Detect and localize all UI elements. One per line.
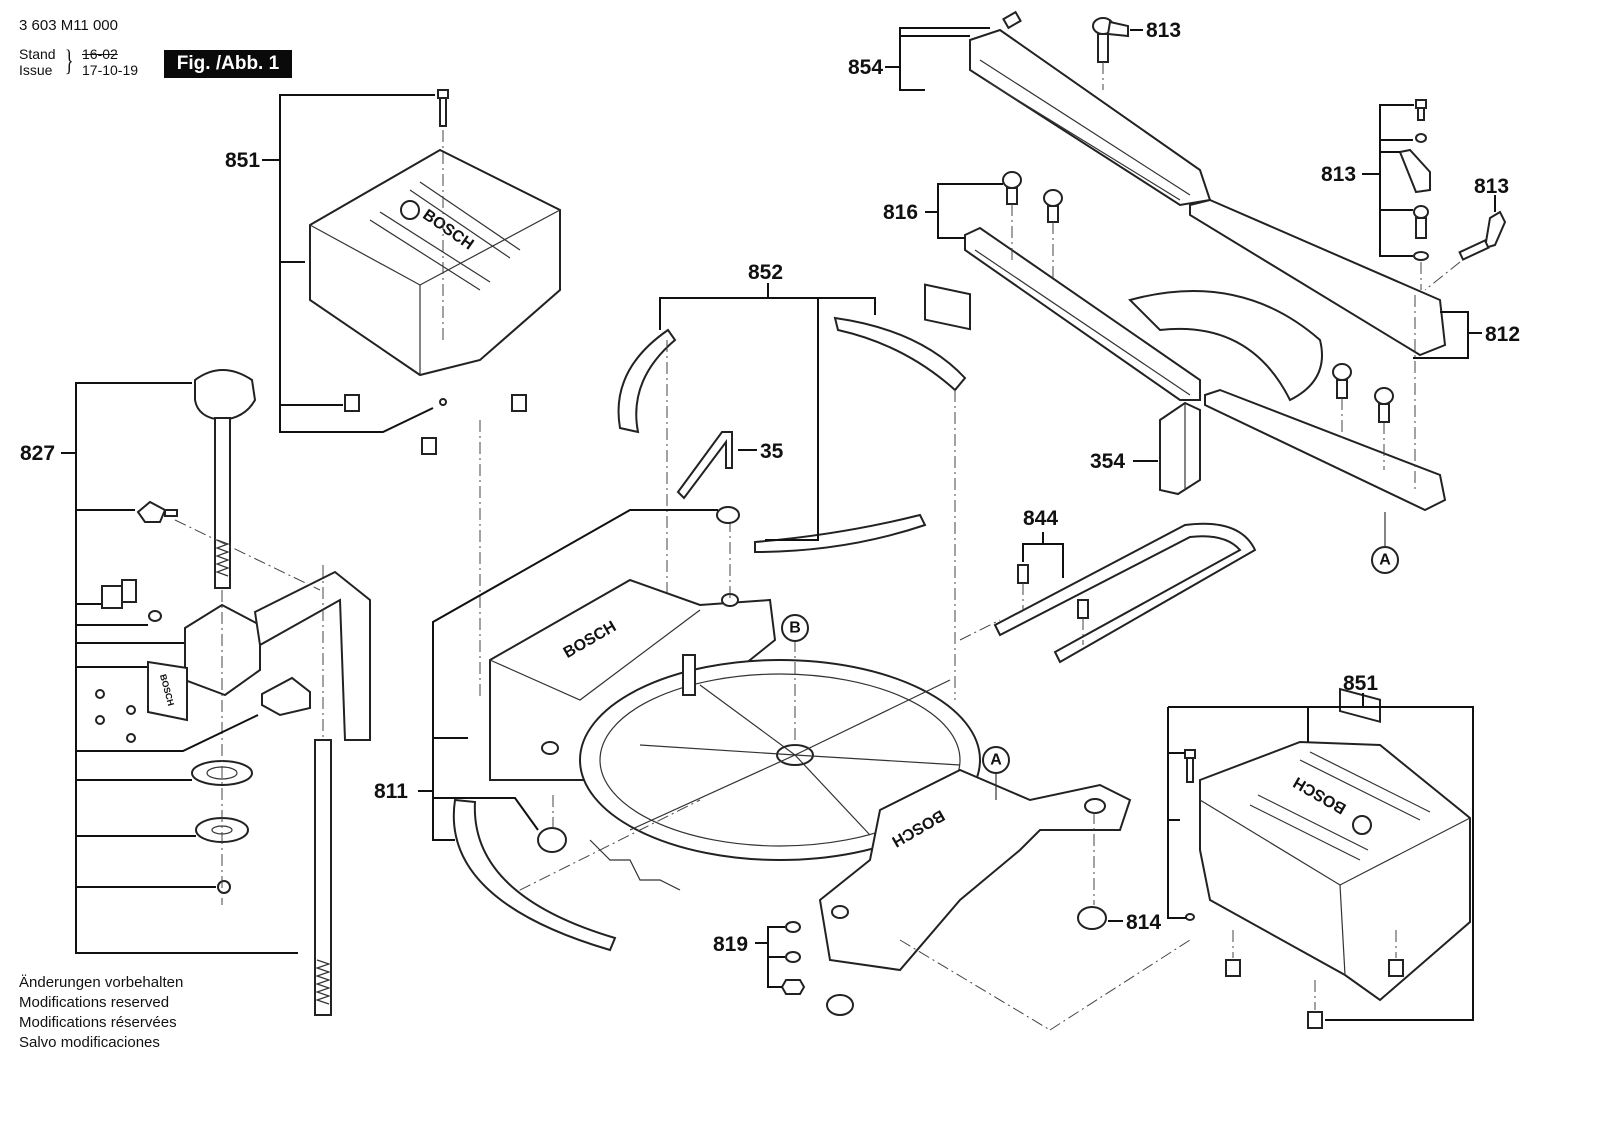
rubber-foot-814	[1077, 906, 1107, 930]
bracket-816	[937, 183, 1003, 239]
wing-bolt-813-right	[1424, 210, 1507, 291]
bracket-851-bottom	[1167, 752, 1186, 919]
washers-nut-819	[780, 921, 854, 1016]
callout-813-top[interactable]: 813	[1146, 19, 1181, 42]
callout-844[interactable]: 844	[1023, 507, 1058, 530]
callout-814[interactable]: 814	[1126, 911, 1161, 934]
callout-819[interactable]: 819	[713, 933, 748, 956]
issue-dates: 16-02 17-10-19	[82, 46, 138, 78]
issue-date: 17-10-19	[82, 62, 139, 78]
bracket-813-mid	[1379, 104, 1414, 257]
footer-line-de: Änderungen vorbehalten	[19, 974, 184, 991]
motor-cover-851-top: BOSCH	[309, 89, 561, 455]
footer-line-en: Modifications reserved	[19, 994, 170, 1011]
bracket-854	[899, 27, 990, 91]
fence-812	[1128, 198, 1447, 724]
brace-glyph: }	[64, 44, 74, 77]
fence-854	[924, 10, 1212, 331]
callout-812[interactable]: 812	[1485, 323, 1520, 346]
old-date: 16-02	[82, 46, 118, 62]
figure-label: Fig. /Abb. 1	[164, 50, 292, 78]
ref-mark-a-right: A	[1379, 552, 1391, 569]
allen-key-35	[676, 431, 733, 500]
issue-label: Issue	[19, 62, 53, 78]
stand-label: Stand	[19, 46, 56, 62]
callout-852[interactable]: 852	[748, 261, 783, 284]
footer-line-es: Salvo modificaciones	[19, 1034, 160, 1051]
ref-circle-b-base	[781, 614, 809, 642]
hold-down-clamp-827: BOSCH	[95, 369, 371, 1016]
motor-cover-851-bottom: BOSCH	[1184, 740, 1471, 1029]
footer-notice: Änderungen vorbehalten Modifications res…	[19, 973, 183, 1053]
footer-line-fr: Modifications réservées	[19, 1014, 177, 1031]
bracket-812	[1413, 311, 1469, 359]
callout-811[interactable]: 811	[374, 780, 408, 803]
ref-mark-b-base: B	[789, 620, 801, 637]
clamp-knob-813-stack	[1398, 99, 1431, 290]
ref-mark-a-base: A	[990, 752, 1002, 769]
callout-354[interactable]: 354	[1090, 450, 1125, 473]
callout-851-bottom[interactable]: 851	[1343, 672, 1378, 695]
callout-35[interactable]: 35	[760, 440, 784, 463]
carry-handle-844	[993, 522, 1257, 664]
bracket-851-top	[279, 94, 435, 433]
wing-bolt-813-top	[1092, 17, 1129, 90]
callout-816[interactable]: 816	[883, 201, 918, 224]
ref-circle-a-base	[982, 746, 1010, 774]
guide-block-354	[1159, 401, 1201, 496]
saw-base: BOSCH BOSCH	[479, 420, 1191, 1031]
ref-circle-a-right	[1371, 546, 1399, 574]
part-number: 3 603 M11 000	[19, 17, 118, 34]
callout-813-mid[interactable]: 813	[1321, 163, 1356, 186]
callout-854[interactable]: 854	[848, 56, 883, 79]
callout-851-top[interactable]: 851	[225, 149, 260, 172]
callout-813-right[interactable]: 813	[1474, 175, 1509, 198]
rubber-foot	[716, 506, 740, 524]
fence-816	[964, 171, 1201, 401]
scale-and-foot-811	[452, 795, 617, 952]
callout-827[interactable]: 827	[20, 442, 55, 465]
bracket-811	[432, 737, 468, 840]
stand-issue-labels: Stand Issue	[19, 46, 56, 78]
